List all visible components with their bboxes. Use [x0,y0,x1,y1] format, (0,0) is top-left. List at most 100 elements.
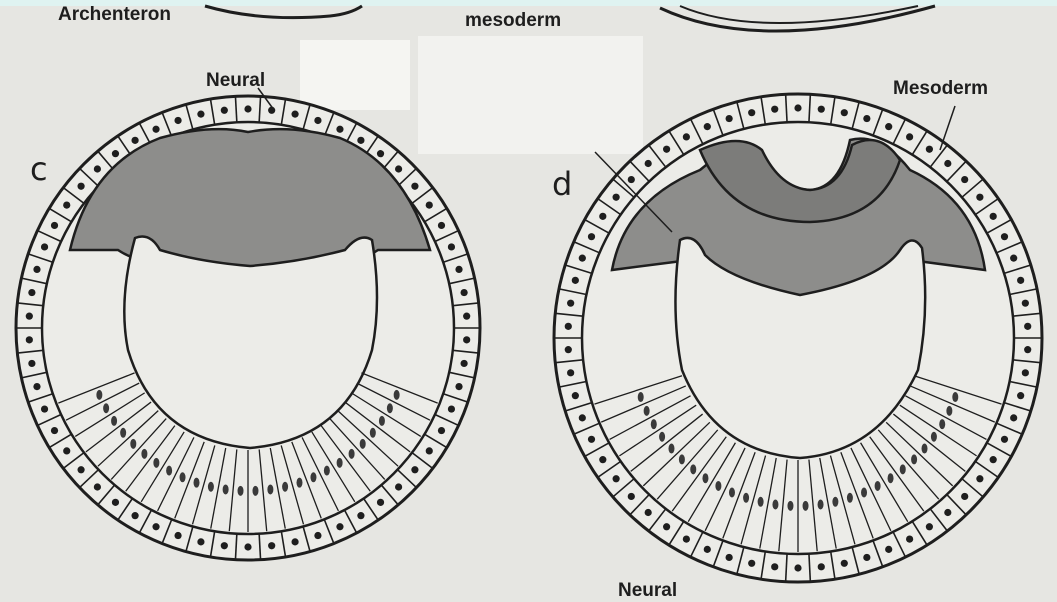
cell-nucleus [377,150,384,157]
cell-nucleus [360,439,366,449]
cell-nucleus [613,194,620,201]
cell-nucleus [26,336,33,343]
cell-nucleus [455,266,462,273]
cell-nucleus [726,115,733,122]
cell-nucleus [683,535,690,542]
cell-nucleus [63,447,70,454]
cell-nucleus [174,117,181,124]
label-mesoderm-top: mesoderm [465,10,561,32]
cell-nucleus [888,473,894,483]
cell-nucleus [28,289,35,296]
cell-nucleus [628,176,635,183]
cell-nucleus [314,532,321,539]
cell-nucleus [268,542,275,549]
cell-nucleus [572,277,579,284]
cell-nucleus [663,523,670,530]
cell-nucleus [961,176,968,183]
cell-nucleus [221,107,228,114]
cell-nucleus [221,542,228,549]
cell-nucleus [659,432,665,442]
cell-nucleus [748,109,755,116]
cell-nucleus [357,137,364,144]
cell-nucleus [990,213,997,220]
cell-nucleus [63,202,70,209]
cell-nucleus [33,383,40,390]
cell-nucleus [690,464,696,474]
cell-nucleus [194,478,200,488]
cell-nucleus [267,484,273,494]
cell-nucleus [1024,346,1031,353]
cell-nucleus [818,499,824,509]
cell-nucleus [96,390,102,400]
embryo-c [16,96,480,560]
cell-nucleus [111,416,117,426]
cell-nucleus [461,360,468,367]
cell-nucleus [1022,300,1029,307]
cell-nucleus [567,300,574,307]
cell-nucleus [28,360,35,367]
cell-nucleus [875,481,881,491]
cell-nucleus [939,419,945,429]
embryo-d [554,94,1042,582]
label-neural-c: Neural [206,70,265,92]
cell-nucleus [131,512,138,519]
cell-nucleus [922,444,928,454]
top-right-embryo-fragment [660,6,935,31]
cell-nucleus [223,484,229,494]
cell-nucleus [291,111,298,118]
cell-nucleus [180,472,186,482]
cell-nucleus [394,390,400,400]
cell-nucleus [702,473,708,483]
cell-nucleus [296,478,302,488]
cell-nucleus [679,454,685,464]
cell-nucleus [645,509,652,516]
cell-nucleus [41,243,48,250]
cell-nucleus [704,123,711,130]
cell-nucleus [683,133,690,140]
cell-nucleus [336,126,343,133]
cell-nucleus [103,403,109,413]
cell-nucleus [758,497,764,507]
cell-nucleus [1017,392,1024,399]
cell-nucleus [565,346,572,353]
cell-nucleus [579,414,586,421]
cell-nucleus [715,481,721,491]
cell-nucleus [885,546,892,553]
cell-nucleus [455,383,462,390]
cell-nucleus [771,106,778,113]
cell-nucleus [787,501,793,511]
cell-nucleus [377,499,384,506]
cell-nucleus [152,523,159,530]
cell-nucleus [336,523,343,530]
cell-nucleus [668,444,674,454]
cell-nucleus [931,432,937,442]
cell-nucleus [847,493,853,503]
cell-nucleus [704,546,711,553]
cell-nucleus [841,109,848,116]
cell-nucleus [77,183,84,190]
cell-nucleus [944,509,951,516]
cell-nucleus [794,104,801,111]
cell-nucleus [141,449,147,459]
cell-nucleus [613,475,620,482]
cell-nucleus [1022,369,1029,376]
cell-nucleus [572,392,579,399]
cell-nucleus [946,406,952,416]
cell-nucleus [579,255,586,262]
cell-nucleus [645,160,652,167]
cell-nucleus [324,466,330,476]
cell-nucleus [387,403,393,413]
cell-nucleus [252,486,258,496]
top-left-embryo-fragment [205,6,362,18]
cell-nucleus [794,564,801,571]
cell-nucleus [638,392,644,402]
cell-nucleus [1001,233,1008,240]
cell-nucleus [33,266,40,273]
cell-nucleus [426,202,433,209]
cell-nucleus [411,183,418,190]
cell-nucleus [729,487,735,497]
label-neural-bottom: Neural [618,580,677,602]
cell-nucleus [282,482,288,492]
cell-nucleus [651,419,657,429]
cell-nucleus [803,501,809,511]
